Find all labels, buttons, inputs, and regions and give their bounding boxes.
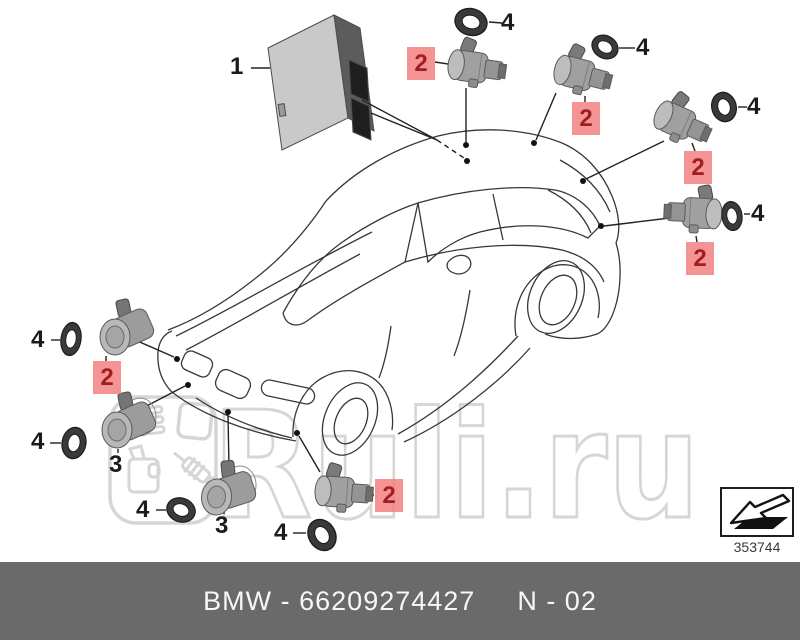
callout-2-highlighted[interactable]: 2 — [572, 102, 600, 135]
callout-4-label[interactable]: 4 — [747, 93, 761, 120]
callout-4-label[interactable]: 4 — [136, 496, 150, 523]
sealing-ring — [162, 493, 200, 527]
vehicle-outline — [157, 129, 621, 456]
callout-4-label[interactable]: 4 — [31, 428, 45, 455]
callout-3-label[interactable]: 3 — [109, 451, 123, 478]
sealing-ring — [58, 424, 90, 462]
footer-bar: BMW - 66209274427 N - 02 — [0, 562, 800, 640]
callout-4-label[interactable]: 4 — [501, 9, 515, 36]
pdc-sensor — [313, 460, 376, 515]
park-distance-control-module — [267, 14, 375, 151]
callout-2-highlighted[interactable]: 2 — [93, 361, 121, 394]
sealing-ring — [587, 29, 623, 65]
pdc-sensor — [99, 297, 157, 356]
sealing-ring — [707, 88, 741, 126]
diagram-number: 353744 — [733, 539, 781, 555]
footer-revision: N - 02 — [517, 585, 597, 616]
callout-1-label[interactable]: 1 — [230, 53, 244, 80]
direction-ref-box — [720, 487, 794, 537]
callout-4-label[interactable]: 4 — [636, 34, 650, 61]
footer-part-reference: BMW - 66209274427 — [203, 585, 476, 616]
shock-absorber-icon — [173, 451, 218, 489]
direction-arrow-icon — [729, 493, 791, 529]
callout-4-label[interactable]: 4 — [31, 326, 45, 353]
pdc-sensor — [662, 181, 724, 235]
sealing-ring — [301, 513, 343, 557]
oil-canister-icon — [127, 444, 161, 494]
leader-lines — [50, 21, 750, 534]
sealing-ring — [451, 4, 491, 40]
callout-4-label[interactable]: 4 — [274, 519, 288, 546]
callout-4-label[interactable]: 4 — [751, 200, 765, 227]
sealing-ring — [719, 199, 745, 233]
callout-3-label[interactable]: 3 — [215, 512, 229, 539]
callout-2-highlighted[interactable]: 2 — [686, 242, 714, 275]
callout-2-highlighted[interactable]: 2 — [684, 151, 712, 184]
callout-2-highlighted[interactable]: 2 — [375, 479, 403, 512]
sealing-ring — [57, 320, 85, 358]
pdc-sensor — [444, 34, 511, 92]
pdc-sensor-with-holder — [101, 390, 159, 449]
watermark-text: Ruli.ru — [212, 380, 700, 552]
callout-2-highlighted[interactable]: 2 — [407, 47, 435, 80]
attachment-point-dots — [174, 140, 604, 436]
pdc-sensor-with-holder — [199, 456, 263, 520]
